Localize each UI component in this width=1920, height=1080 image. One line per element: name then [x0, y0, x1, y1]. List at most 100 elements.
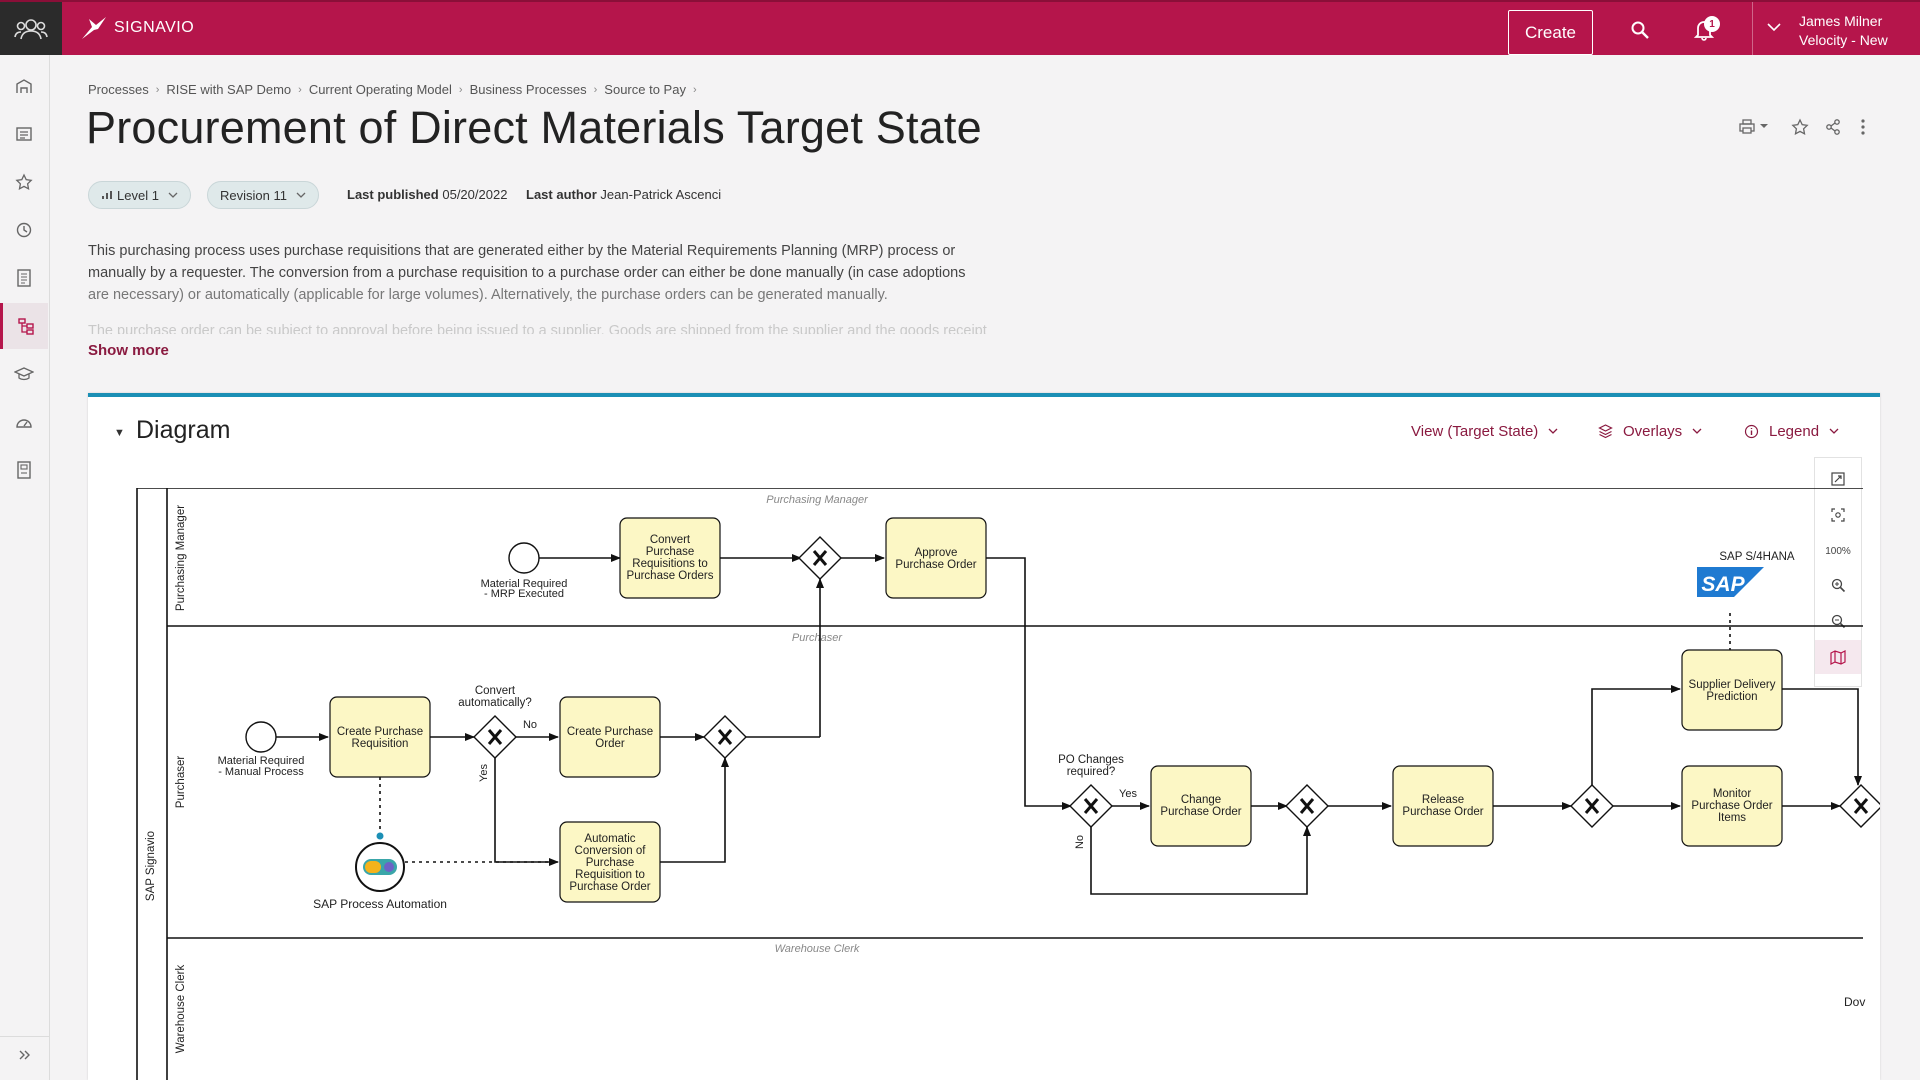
breadcrumb-item[interactable]: RISE with SAP Demo	[166, 82, 292, 97]
user-name: James Milner	[1799, 13, 1883, 29]
sidebar-item-recent[interactable]	[0, 207, 48, 253]
gauge-icon	[16, 419, 32, 428]
share-button[interactable]	[1824, 118, 1842, 136]
published-label: Last published	[347, 187, 439, 202]
breadcrumb-item[interactable]: Current Operating Model	[308, 82, 452, 97]
expand-icon	[1831, 472, 1845, 486]
sidebar-expand-button[interactable]	[0, 1036, 50, 1072]
chevron-down-icon	[1692, 428, 1702, 434]
sidebar	[0, 55, 50, 1080]
zoom-in-icon	[1831, 578, 1845, 592]
more-options-button[interactable]	[1860, 118, 1866, 136]
sidebar-item-learning[interactable]	[0, 351, 48, 397]
pool-label: SAP Signavio	[145, 831, 157, 901]
sap-s4hana-system[interactable]: SAP S/4HANA SAP	[1697, 551, 1795, 597]
sidebar-item-favorites[interactable]	[0, 159, 48, 205]
minimap-button[interactable]	[1815, 640, 1861, 674]
sidebar-item-documents[interactable]	[0, 255, 48, 301]
caret-down-icon	[1760, 124, 1768, 128]
search-button[interactable]	[1626, 16, 1654, 44]
sidebar-item-dashboard[interactable]	[0, 399, 48, 445]
breadcrumb-item[interactable]: Processes	[88, 82, 149, 97]
breadcrumb-separator-icon: ›	[458, 83, 463, 96]
chevron-down-icon	[1548, 428, 1558, 434]
page-title: Procurement of Direct Materials Target S…	[86, 102, 982, 153]
signavio-logo[interactable]: SIGNAVIO	[80, 15, 194, 41]
breadcrumb-separator-icon: ›	[298, 83, 302, 96]
favorite-button[interactable]	[1791, 118, 1809, 136]
view-dropdown[interactable]: View (Target State)	[1411, 423, 1558, 440]
diagram-toolbar: 100%	[1814, 457, 1862, 687]
create-button[interactable]: Create	[1508, 10, 1593, 55]
zoom-out-button[interactable]	[1815, 604, 1861, 638]
history-icon	[16, 222, 32, 238]
start-event-mrp[interactable]: Material Required- MRP Executed	[481, 542, 568, 600]
legend-dropdown[interactable]: Legend	[1744, 423, 1839, 440]
zoom-level[interactable]: 100%	[1825, 545, 1851, 557]
fullscreen-button[interactable]	[1815, 462, 1861, 496]
sidebar-item-home[interactable]	[0, 63, 48, 109]
notifications-button[interactable]: 1	[1690, 16, 1720, 44]
printer-icon	[1739, 119, 1755, 134]
sidebar-item-news[interactable]	[0, 111, 48, 157]
breadcrumb-item[interactable]: Business Processes	[469, 82, 587, 97]
bpmn-diagram[interactable]: SAP Signavio Purchasing Manager Purchase…	[136, 488, 1880, 1080]
lane-label: Warehouse Clerk	[175, 965, 187, 1054]
share-icon	[1826, 119, 1840, 135]
lane-watermark: Warehouse Clerk	[775, 943, 860, 955]
breadcrumb-separator-icon: ›	[593, 83, 598, 96]
gateway-exclusive[interactable]	[1839, 784, 1880, 828]
collapse-toggle-icon[interactable]: ▼	[114, 427, 125, 439]
fit-to-screen-button[interactable]	[1815, 498, 1861, 532]
sidebar-item-reports[interactable]	[0, 447, 48, 493]
lane-label: Purchaser	[175, 756, 187, 809]
search-icon	[1631, 21, 1649, 39]
revision-dropdown[interactable]: Revision 11	[207, 181, 319, 209]
legend-label: Legend	[1769, 423, 1820, 440]
sap-process-automation[interactable]: SAP Process Automation	[313, 842, 447, 911]
level-dropdown[interactable]: Level 1	[88, 181, 191, 209]
workspace-switcher[interactable]	[0, 2, 62, 55]
brand-name: SIGNAVIO	[114, 19, 195, 36]
last-author: Last author Jean-Patrick Ascenci	[526, 187, 721, 202]
start-event-manual[interactable]: Material Required- Manual Process	[218, 721, 305, 778]
svg-text:Material Required- Manual Proc: Material Required- Manual Process	[218, 755, 305, 778]
level-bars-icon	[102, 191, 112, 199]
sidebar-item-processes[interactable]	[0, 303, 48, 349]
level-label: Level 1	[117, 187, 159, 203]
print-button[interactable]	[1738, 118, 1769, 134]
diagram-panel-header: ▼ Diagram View (Target State) Overlays L…	[88, 397, 1880, 457]
gateway-parallel-split[interactable]	[1570, 784, 1614, 828]
gateway-exclusive[interactable]	[1285, 784, 1329, 828]
description-line: manually by a requester. The conversion …	[88, 265, 966, 281]
overlays-dropdown[interactable]: Overlays	[1598, 423, 1702, 440]
description-line: This purchasing process uses purchase re…	[88, 243, 956, 259]
chevron-down-icon	[1767, 23, 1781, 32]
chevron-down-icon	[168, 192, 178, 198]
star-icon	[15, 173, 33, 191]
zoom-in-button[interactable]	[1815, 568, 1861, 602]
flow-label-no: No	[1074, 835, 1086, 849]
gateway-exclusive[interactable]	[798, 536, 842, 580]
gateway-exclusive[interactable]	[703, 715, 747, 759]
chevron-down-icon	[296, 192, 306, 198]
show-more-link[interactable]: Show more	[88, 342, 169, 359]
breadcrumb-item[interactable]: Source to Pay	[604, 82, 686, 97]
user-menu[interactable]: James Milner Velocity - New	[1752, 2, 1920, 55]
document-list-icon	[17, 269, 31, 287]
truncated-element-label: Dov	[1844, 995, 1865, 1009]
